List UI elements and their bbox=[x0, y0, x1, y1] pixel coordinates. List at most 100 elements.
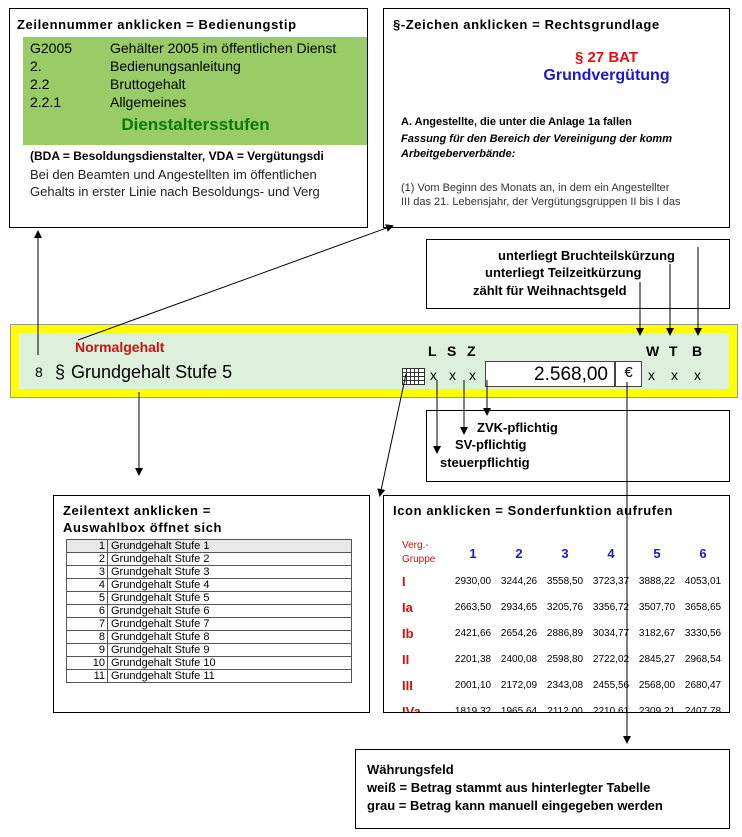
row-number: G2005 bbox=[30, 40, 73, 56]
lsz-checkbox-s[interactable]: x bbox=[449, 367, 456, 383]
group-cell: III bbox=[402, 677, 413, 693]
amount-value: 2.568,00 bbox=[534, 364, 608, 385]
body-text-line-1: Bei den Beamten und Angestellten im öffe… bbox=[30, 167, 317, 182]
zeilentext-title-2: Auswahlbox öffnet sich bbox=[63, 520, 223, 535]
list-item-number: 2 bbox=[66, 552, 108, 566]
law-title: Grundvergütung bbox=[543, 67, 670, 84]
value-cell: 2407,78 bbox=[684, 705, 722, 713]
wtb-checkbox-w[interactable]: x bbox=[648, 367, 655, 383]
value-cell: 3182,67 bbox=[638, 627, 676, 639]
law-italic-line-2: Arbeitgeberverbände: bbox=[401, 148, 516, 160]
column-header: 3 bbox=[561, 545, 569, 561]
column-header: 2 bbox=[515, 545, 523, 561]
body-text-line-2: Gehalts in erster Linie nach Besoldungs-… bbox=[30, 184, 320, 199]
zeilentext-title-1: Zeilentext anklicken = bbox=[63, 503, 211, 518]
group-header: Verg.-Gruppe bbox=[389, 538, 450, 568]
group-cell: Ia bbox=[402, 599, 413, 615]
column-header: 5 bbox=[653, 545, 661, 561]
value-cell: 2309,21 bbox=[638, 705, 676, 713]
value-cell: 2934,65 bbox=[500, 601, 538, 613]
zeilennummer-callout-title: Zeilennummer anklicken = Bedienungstip bbox=[17, 17, 297, 32]
list-item-text: Grundgehalt Stufe 6 bbox=[107, 604, 352, 618]
value-cell: 2568,00 bbox=[638, 679, 676, 691]
currency-field[interactable]: € bbox=[615, 361, 642, 387]
value-cell: 3330,56 bbox=[684, 627, 722, 639]
abbreviation-line: (BDA = Besoldungsdienstalter, VDA = Verg… bbox=[30, 149, 324, 163]
law-section: A. Angestellte, die unter die Anlage 1a … bbox=[401, 116, 632, 128]
value-cell: 3356,72 bbox=[592, 601, 630, 613]
column-header: 1 bbox=[469, 545, 477, 561]
table-grid-icon[interactable] bbox=[402, 368, 425, 385]
law-text-line-1: (1) Vom Beginn des Monats an, in dem ein… bbox=[401, 182, 670, 194]
row-number-button[interactable]: 8 bbox=[35, 364, 43, 380]
lsz-checkbox-z[interactable]: x bbox=[469, 367, 476, 383]
list-item-number: 4 bbox=[66, 578, 108, 592]
value-cell: 2930,00 bbox=[454, 575, 492, 587]
value-cell: 2001,10 bbox=[454, 679, 492, 691]
wtb-checkbox-t[interactable]: x bbox=[671, 367, 678, 383]
value-cell: 2598,80 bbox=[546, 653, 584, 665]
value-cell: 3244,26 bbox=[500, 575, 538, 587]
list-item-text: Grundgehalt Stufe 4 bbox=[107, 578, 352, 592]
lsz-callout: ZVK-pflichtig SV-pflichtig steuerpflicht… bbox=[426, 410, 730, 482]
list-item-text: Grundgehalt Stufe 11 bbox=[107, 669, 352, 683]
value-cell: 1965,64 bbox=[500, 705, 538, 713]
lsz-checkbox-l[interactable]: x bbox=[430, 367, 437, 383]
wtb-checkbox-b[interactable]: x bbox=[694, 367, 701, 383]
row-text: Bedienungsanleitung bbox=[110, 58, 241, 74]
list-item-text: Grundgehalt Stufe 8 bbox=[107, 630, 352, 644]
group-cell: II bbox=[402, 651, 410, 667]
value-cell: 1819,32 bbox=[454, 705, 492, 713]
list-item-number: 11 bbox=[66, 669, 108, 683]
value-cell: 2343,08 bbox=[546, 679, 584, 691]
waehrung-title: Währungsfeld bbox=[367, 762, 454, 777]
header-row-2[interactable]: 2.Bedienungsanleitung bbox=[30, 58, 241, 74]
list-item-text: Grundgehalt Stufe 9 bbox=[107, 643, 352, 657]
row-text-selector[interactable]: Grundgehalt Stufe 5 bbox=[71, 362, 233, 382]
list-item-text: Grundgehalt Stufe 1 bbox=[107, 539, 352, 553]
euro-icon: € bbox=[624, 364, 633, 381]
value-cell: 2172,09 bbox=[500, 679, 538, 691]
zeilennummer-callout: Zeilennummer anklicken = Bedienungstip G… bbox=[9, 8, 368, 228]
value-cell: 4053,01 bbox=[684, 575, 722, 587]
amount-field[interactable]: 2.568,00 bbox=[485, 361, 615, 387]
value-cell: 2680,47 bbox=[684, 679, 722, 691]
column-header: 4 bbox=[607, 545, 615, 561]
value-cell: 2210,61 bbox=[592, 705, 630, 713]
row-number: 2.2.1 bbox=[30, 94, 62, 110]
row-text: Bruttogehalt bbox=[110, 76, 186, 92]
wtb-line-bruchteil: unterliegt Bruchteilskürzung bbox=[498, 248, 675, 263]
paragraph-callout: §-Zeichen anklicken = Rechtsgrundlage § … bbox=[383, 8, 730, 228]
green-section-title: Dienstaltersstufen bbox=[121, 115, 270, 134]
wtb-line-weihnachtsgeld: zählt für Weihnachtsgeld bbox=[473, 283, 627, 298]
paragraph-sign-button[interactable]: § bbox=[55, 362, 66, 382]
lsz-line-steuer: steuerpflichtig bbox=[440, 455, 530, 470]
value-cell: 3205,76 bbox=[546, 601, 584, 613]
value-cell: 2845,27 bbox=[638, 653, 676, 665]
lsz-line-zvk: ZVK-pflichtig bbox=[477, 420, 558, 435]
list-item-number: 3 bbox=[66, 565, 108, 579]
value-cell: 2112,00 bbox=[547, 705, 583, 713]
lsz-header-z: Z bbox=[467, 343, 476, 359]
list-item-text: Grundgehalt Stufe 3 bbox=[107, 565, 352, 579]
